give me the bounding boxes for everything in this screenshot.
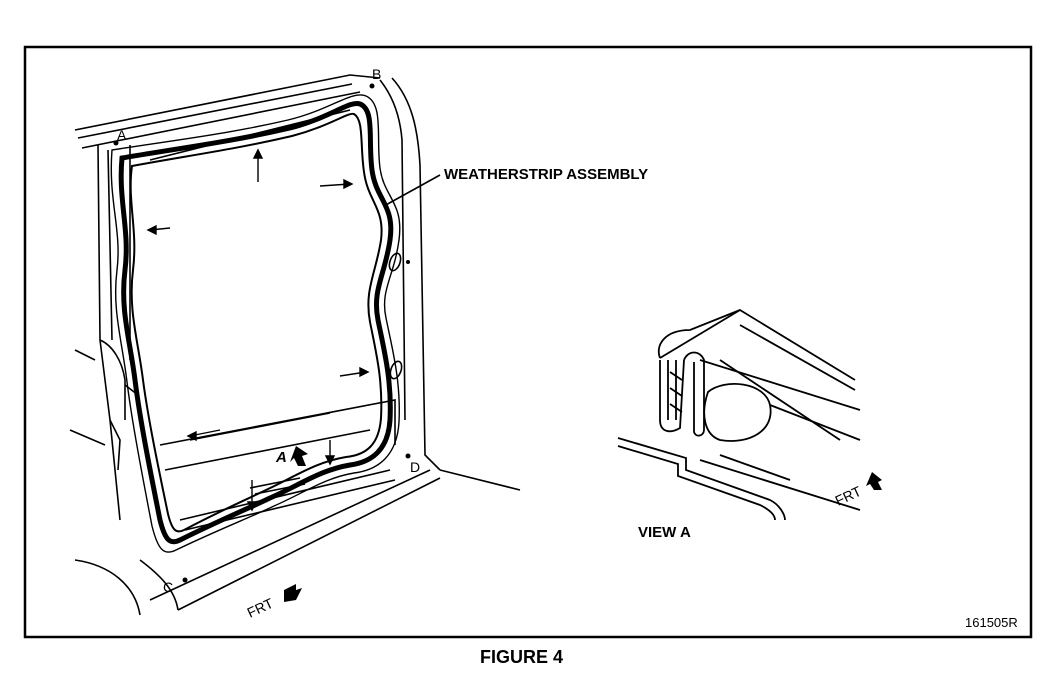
point-b-label: B [372, 66, 381, 82]
weatherstrip-label: WEATHERSTRIP ASSEMBLY [444, 166, 648, 183]
point-c-label: C [163, 579, 173, 595]
callout-a-label: A [275, 449, 287, 466]
frt-main-label: FRT [245, 595, 277, 621]
weatherstrip-loop [110, 94, 401, 553]
frt-detail-label: FRT [833, 483, 865, 509]
weatherstrip-leader-line [383, 174, 441, 207]
van-body-linework [69, 74, 521, 616]
point-a-label: A [117, 127, 127, 143]
view-a-label: VIEW A [638, 524, 691, 541]
reference-code: 161505R [965, 615, 1018, 630]
frt-arrow-detail [866, 472, 882, 490]
figure-border [23, 45, 1033, 639]
reference-points [113, 83, 411, 583]
figure-caption: FIGURE 4 [480, 647, 563, 667]
indicator-arrows [146, 148, 370, 512]
point-d-label: D [410, 459, 420, 475]
view-a-detail-linework [617, 308, 861, 521]
frt-arrow-main [284, 584, 302, 602]
view-a-callout-arrow [290, 446, 308, 466]
